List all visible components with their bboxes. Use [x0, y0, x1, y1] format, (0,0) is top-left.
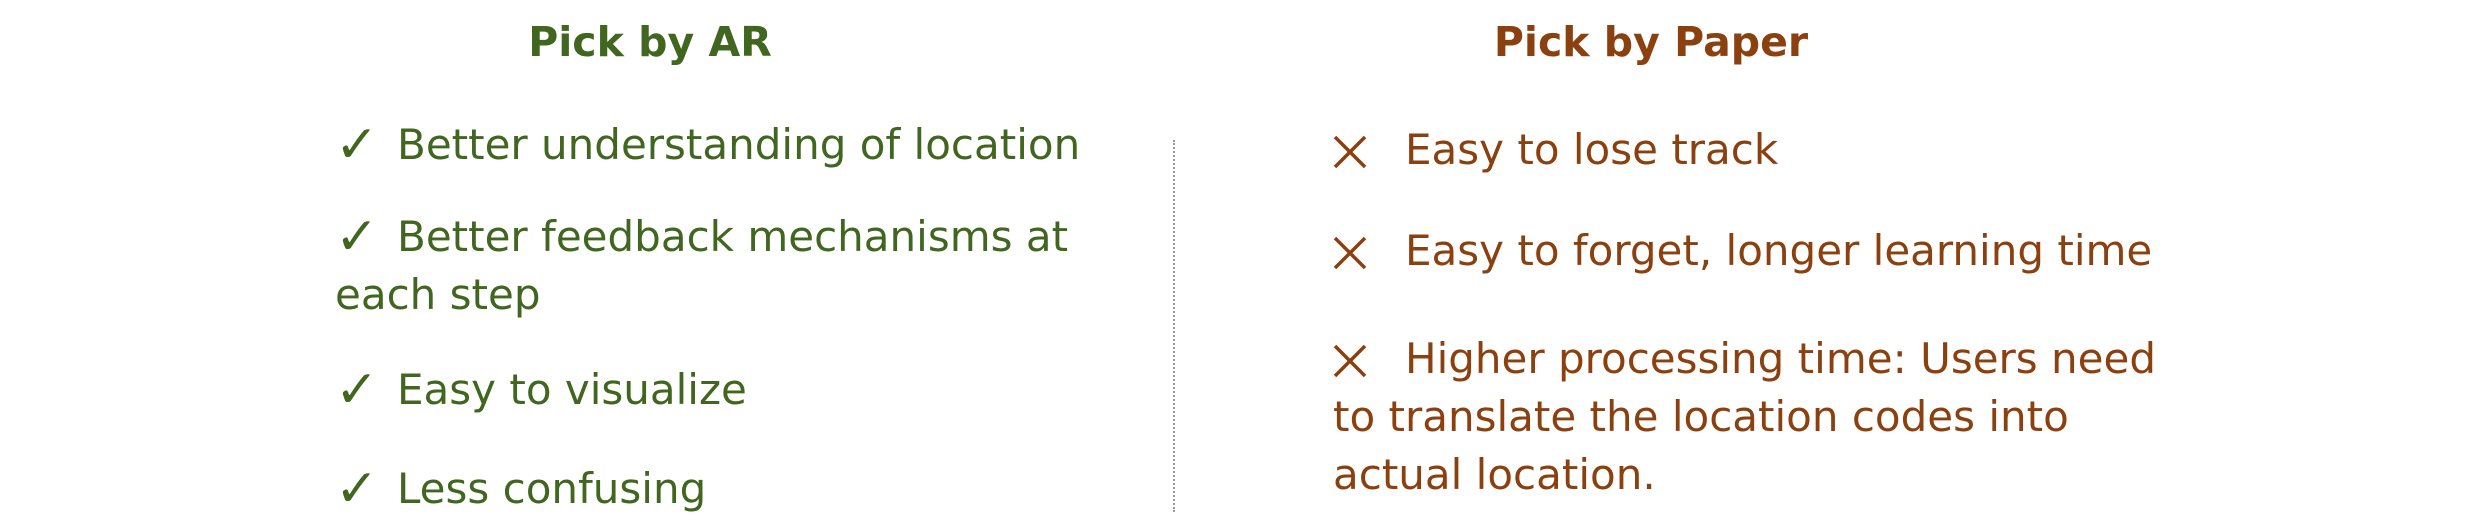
column-divider [1173, 140, 1175, 512]
checkmark-icon: ✓ [335, 207, 379, 267]
ar-pro-text: Better understanding of location [397, 120, 1081, 169]
paper-con-item: Easy to forget, longer learning time [1333, 222, 2152, 280]
cross-icon [1333, 222, 1405, 280]
paper-con-text-continued: actual location. [1333, 450, 1656, 499]
ar-pro-text: Better feedback mechanisms at [397, 212, 1069, 261]
ar-pro-text: Less confusing [397, 464, 707, 513]
paper-con-text-continued: to translate the location codes into [1333, 392, 2069, 441]
paper-con-text: Easy to lose track [1405, 125, 1779, 174]
paper-con-item: Easy to lose track [1333, 121, 1778, 179]
paper-con-text: Higher processing time: Users need [1405, 334, 2156, 383]
ar-pro-item: ✓ Less confusing [335, 460, 706, 518]
cross-icon [1333, 330, 1405, 388]
ar-pro-text-continued: each step [335, 270, 541, 319]
checkmark-icon: ✓ [335, 459, 379, 519]
ar-pro-item: ✓ Better understanding of location [335, 116, 1080, 174]
ar-pro-item: ✓ Better feedback mechanisms at each step [335, 208, 1068, 324]
pick-by-paper-title: Pick by Paper [1493, 18, 1809, 66]
paper-con-text: Easy to forget, longer learning time [1405, 226, 2153, 275]
pick-by-ar-title: Pick by AR [528, 18, 772, 66]
checkmark-icon: ✓ [335, 115, 379, 175]
paper-con-item: Higher processing time: Users need to tr… [1333, 330, 2156, 504]
ar-pro-item: ✓ Easy to visualize [335, 361, 747, 419]
checkmark-icon: ✓ [335, 360, 379, 420]
ar-pro-text: Easy to visualize [397, 365, 747, 414]
cross-icon [1333, 121, 1405, 179]
